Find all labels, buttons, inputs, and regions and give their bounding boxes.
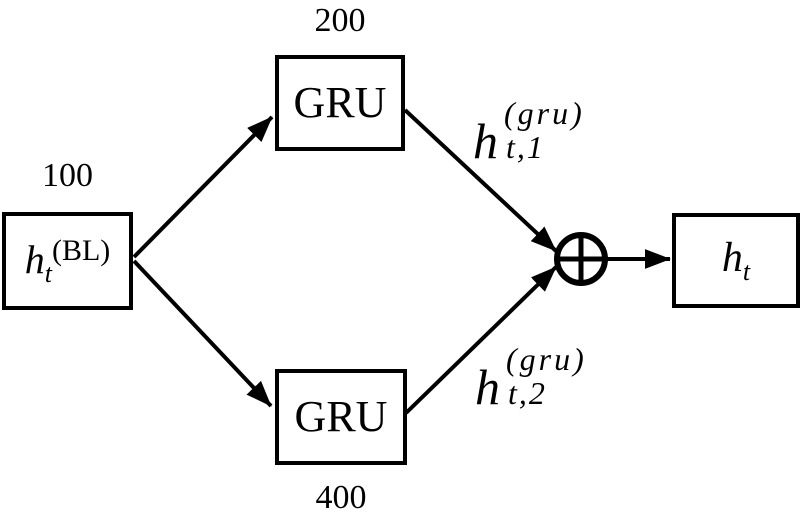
gru-top-node-box: GRU <box>275 55 405 151</box>
edge-input-to-gru-bottom <box>132 259 273 408</box>
gru-bottom-output-math-superscript: (gru) <box>506 341 587 377</box>
edge-input-to-gru-top <box>132 115 274 259</box>
gru-bottom-output-label: h (gru) t,2 <box>475 341 635 423</box>
gru-top-node-label: GRU <box>293 78 387 127</box>
output-math-base: h <box>721 234 743 281</box>
output-node-label: ht <box>722 237 750 285</box>
gru-top-output-math-subscript: t,1 <box>506 129 545 165</box>
input-dimension-label: 100 <box>42 157 93 194</box>
input-math-base: h <box>24 236 45 282</box>
gru-bottom-dimension-label: 400 <box>315 479 367 512</box>
gru-bottom-node-label: GRU <box>294 392 388 441</box>
gru-bottom-output-math-subscript: t,2 <box>508 375 547 411</box>
gru-top-output-label: h (gru) t,1 <box>473 95 633 177</box>
circle-plus-icon <box>554 232 608 286</box>
output-math-subscript: t <box>742 256 751 286</box>
gru-bottom-output-math-base: h <box>475 359 500 415</box>
edge-gru-bottom-to-sum <box>404 265 558 415</box>
gru-top-output-math-superscript: (gru) <box>504 95 585 131</box>
input-node-label: ht(BL) <box>24 233 111 288</box>
gru-top-dimension-label: 200 <box>314 2 366 39</box>
input-math-superscript: (BL) <box>51 233 111 267</box>
input-node-box: ht(BL) <box>2 212 133 310</box>
gru-bottom-node-box: GRU <box>275 369 407 465</box>
gru-top-output-math-base: h <box>473 113 498 169</box>
input-math-subscript: t <box>44 258 52 288</box>
edge-gru-top-to-sum <box>403 108 558 253</box>
output-node-box: ht <box>672 213 800 308</box>
